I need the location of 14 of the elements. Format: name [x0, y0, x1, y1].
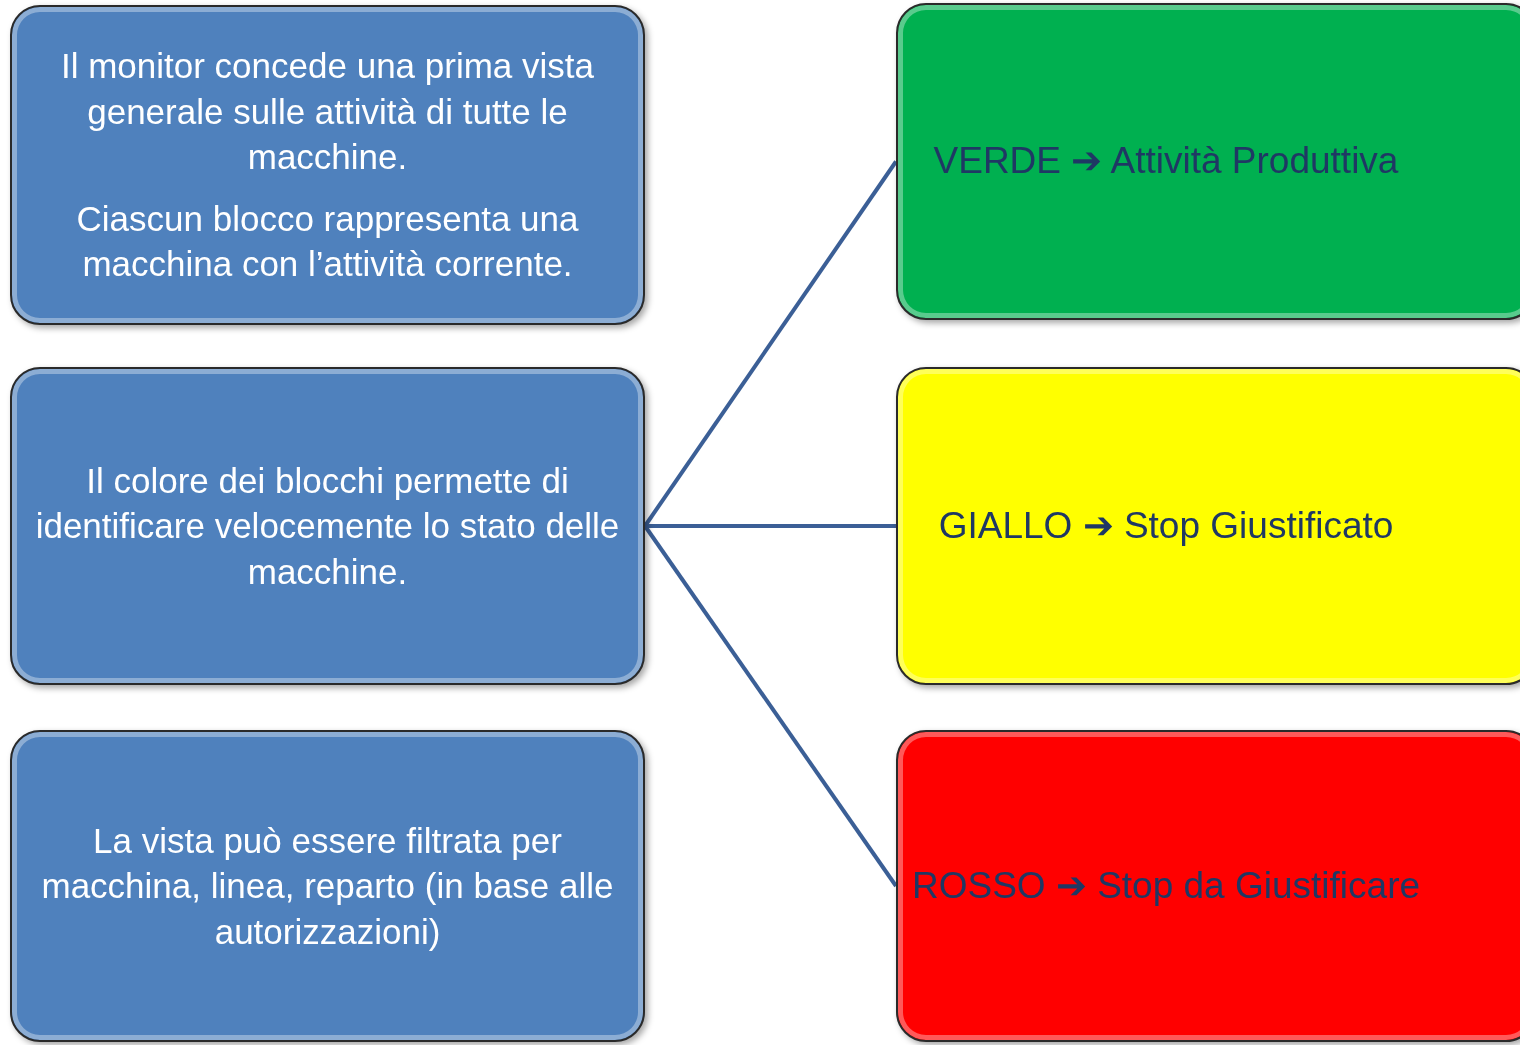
info-box [10, 5, 645, 325]
status-box [896, 367, 1520, 685]
status-box [896, 730, 1520, 1042]
description-text: Il colore dei blocchi permette di identificare velocemente lo stato delle macchine. [34, 459, 621, 593]
status-label: VERDE ➔ Attività Produttiva [933, 139, 1400, 184]
info-box [10, 730, 645, 1042]
connector-line [645, 524, 896, 528]
status-label: GIALLO ➔ Stop Giustificato [938, 503, 1395, 548]
description-text: Ciascun blocco rappresenta una macchina con l’attività corrente. [75, 197, 580, 286]
description-text: La vista può essere filtrata per macchina, linea, reparto (in base alle autorizzazioni) [40, 819, 615, 953]
status-label: ROSSO ➔ Stop da Giustificare [911, 863, 1422, 908]
info-box [10, 367, 645, 685]
status-box [896, 3, 1520, 320]
description-text: Il monitor concede una prima vista generale sulle attività di tutte le macchine. [59, 45, 595, 179]
